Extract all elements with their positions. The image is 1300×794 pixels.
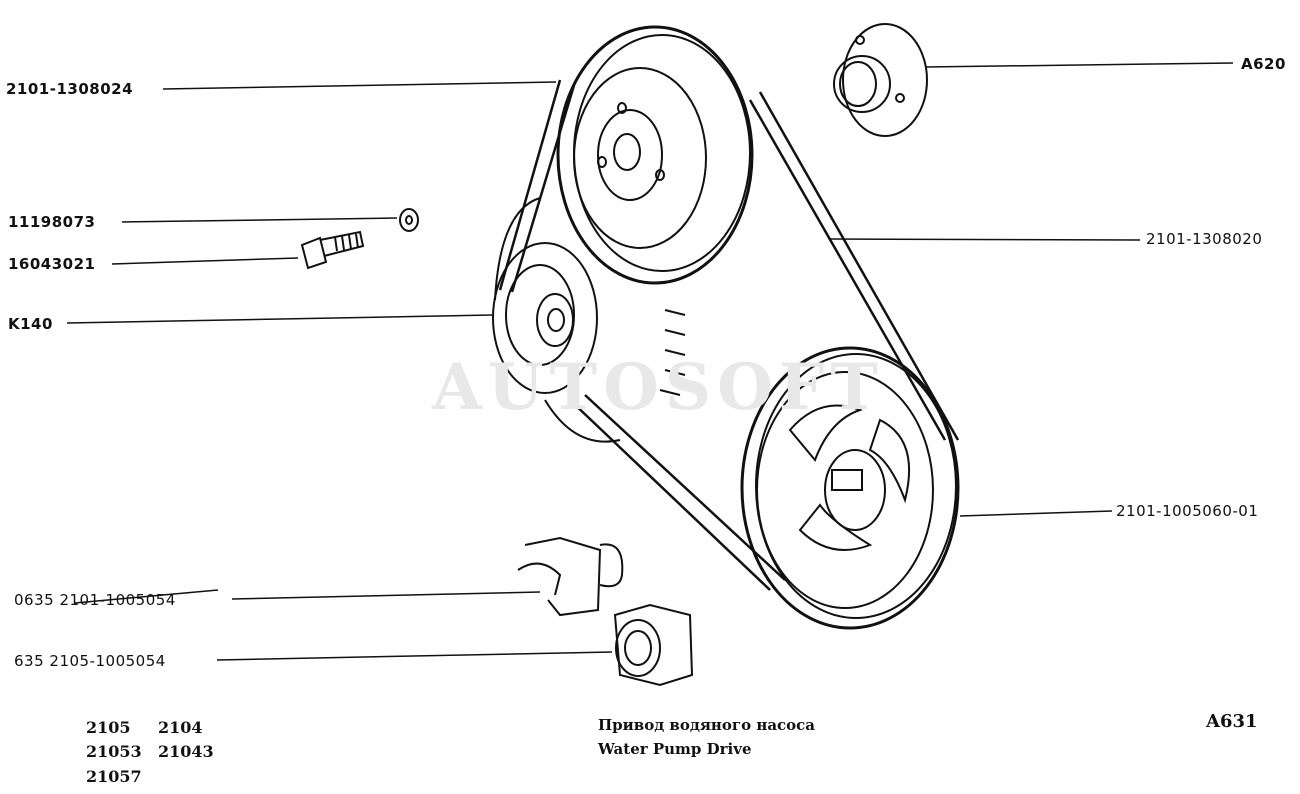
- caption-ru: Привод водяного насоса: [598, 716, 816, 734]
- label-nut-b-code: 635: [14, 652, 45, 670]
- label-nut-b-part: 2105-1005054: [49, 652, 166, 670]
- model-item: 2104: [158, 718, 203, 737]
- label-crankshaft-pulley-hub: 2101-1308024: [6, 80, 134, 98]
- label-washer: 11198073: [8, 213, 96, 231]
- label-pump: K140: [8, 315, 53, 333]
- label-nut-a-part: 2101-1005054: [59, 591, 176, 609]
- model-item: 21053: [86, 742, 142, 761]
- label-bolt: 16043021: [8, 255, 96, 273]
- model-item: 21043: [158, 742, 214, 761]
- label-nut-a-code: 0635: [14, 591, 55, 609]
- fan-pulley: [556, 25, 754, 285]
- flange-drawing: [833, 23, 928, 137]
- drive-belt: [498, 79, 960, 591]
- label-nut-a: 0635 2101-1005054: [14, 591, 176, 609]
- model-item: 21057: [86, 767, 142, 786]
- crank-pulley-drawing: [740, 346, 960, 630]
- figure-id: A631: [1206, 711, 1258, 732]
- bolt-drawing: [300, 230, 365, 270]
- nut-b-drawing: [613, 603, 694, 687]
- washer-drawing: [399, 208, 419, 232]
- pump-pulley: [492, 197, 686, 443]
- label-flange: A620: [1241, 55, 1286, 73]
- caption-en: Water Pump Drive: [598, 740, 752, 758]
- label-crank-pulley: 2101-1005060-01: [1116, 502, 1259, 520]
- model-item: 2105: [86, 718, 131, 737]
- watermark: AUTOSOFT: [432, 350, 884, 425]
- label-belt: 2101-1308020: [1146, 230, 1263, 248]
- label-nut-b: 635 2105-1005054: [14, 652, 166, 670]
- nut-a-drawing: [517, 536, 624, 617]
- leader-lines: [66, 62, 1234, 661]
